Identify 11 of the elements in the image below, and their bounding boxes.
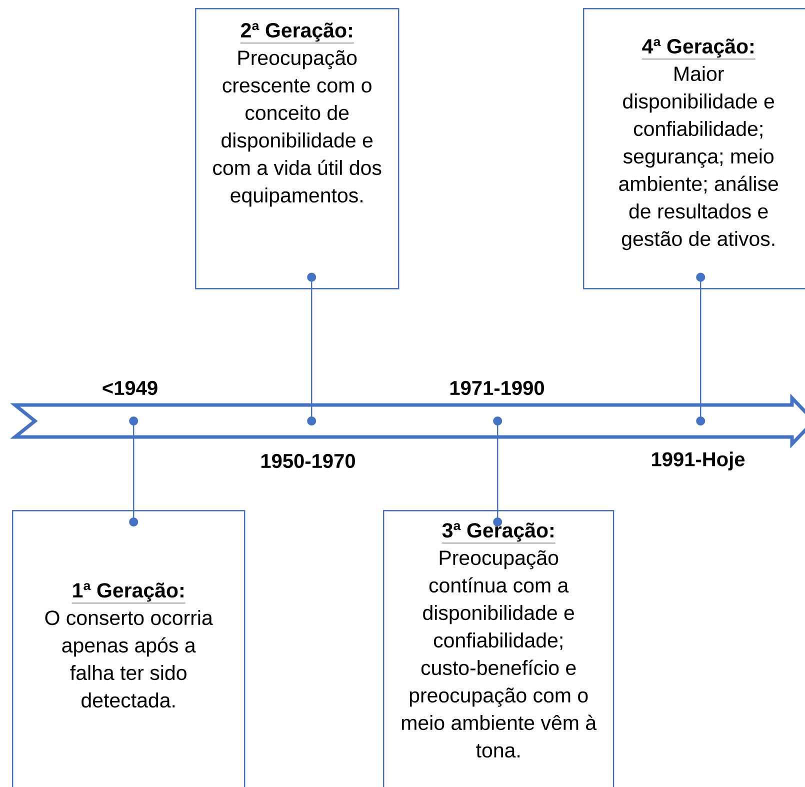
- leader-line: [696, 272, 706, 426]
- generation-box: 2ª Geração: Preocupação crescente com o conceito de disponibilidade e com a vida útil dos equipamentos.: [195, 8, 400, 290]
- leader-line: [307, 272, 316, 426]
- timeline-arrow: [10, 394, 805, 448]
- generation-box: 3ª Geração: Preocupação contínua com a disponibilidade e confiabilidade; custo-benefício e preocupação com o meio ambiente vêm à tona.: [383, 510, 614, 787]
- year-label: 1991-Hoje: [652, 452, 745, 470]
- leader-line: [493, 416, 502, 526]
- leader-line: [129, 416, 138, 526]
- year-label: 1950-1970: [261, 454, 355, 468]
- generation-box: 4ª Geração: Maior disponibilidade e confiabilidade; segurança; meio ambiente; análise de resultados e gestão de ativos.: [583, 8, 805, 290]
- generation-box: 1ª Geração: O conserto ocorria apenas após a falha ter sido detectada.: [12, 510, 246, 787]
